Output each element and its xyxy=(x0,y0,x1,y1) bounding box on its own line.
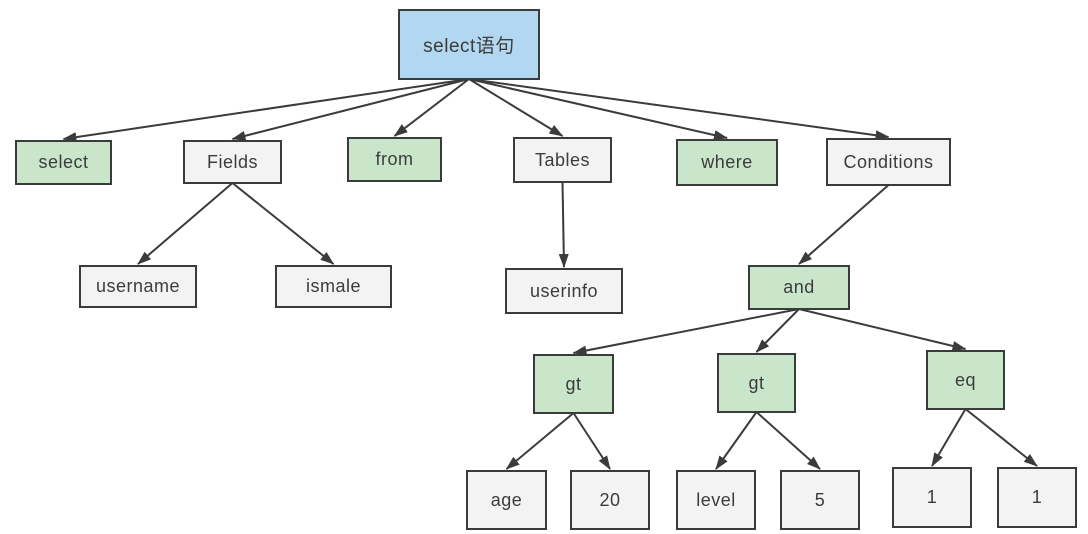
edge-eq-one_b xyxy=(964,408,1038,467)
node-where: where xyxy=(676,139,778,186)
node-conditions: Conditions xyxy=(826,138,951,186)
node-root: select语句 xyxy=(398,9,540,80)
edge-gt2-level xyxy=(715,411,758,470)
edge-root-fields xyxy=(231,78,470,141)
edge-root-conditions xyxy=(468,78,890,141)
node-and: and xyxy=(748,265,850,310)
node-tables: Tables xyxy=(513,137,612,183)
node-age: age xyxy=(466,470,547,530)
edge-fields-username xyxy=(137,182,234,265)
edge-gt2-num5 xyxy=(755,411,821,470)
edge-eq-one_a xyxy=(931,408,967,467)
edge-gt1-num20 xyxy=(572,412,611,470)
node-ismale: ismale xyxy=(275,265,392,308)
edge-gt1-age xyxy=(505,412,575,470)
node-one_b: 1 xyxy=(997,467,1077,528)
node-userinfo: userinfo xyxy=(505,268,623,314)
node-one_a: 1 xyxy=(892,467,972,528)
edge-and-eq xyxy=(798,308,967,351)
node-fields: Fields xyxy=(183,140,282,184)
edge-root-where xyxy=(468,78,728,140)
edge-fields-ismale xyxy=(231,182,335,265)
edge-conditions-and xyxy=(798,184,890,265)
node-gt1: gt xyxy=(533,354,614,414)
edge-root-from xyxy=(393,78,470,137)
node-username: username xyxy=(79,265,197,308)
edge-root-tables xyxy=(468,78,564,137)
node-eq: eq xyxy=(926,350,1005,410)
edge-tables-userinfo xyxy=(558,181,569,268)
node-select: select xyxy=(15,140,112,185)
node-num5: 5 xyxy=(780,470,860,530)
node-level: level xyxy=(676,470,756,530)
node-gt2: gt xyxy=(717,353,796,413)
edge-root-select xyxy=(62,78,470,143)
edge-and-gt2 xyxy=(755,308,800,353)
edge-and-gt1 xyxy=(572,308,800,356)
node-from: from xyxy=(347,137,442,182)
node-num20: 20 xyxy=(570,470,650,530)
